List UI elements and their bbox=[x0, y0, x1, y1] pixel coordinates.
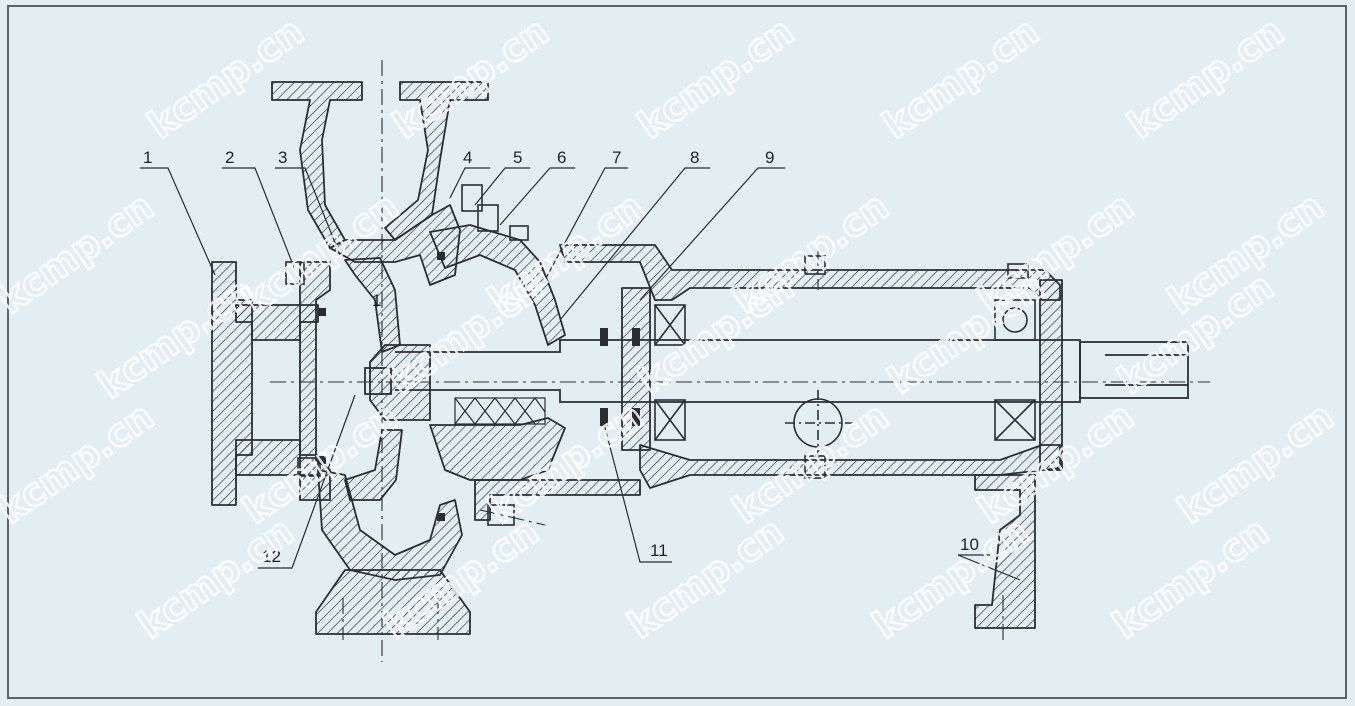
watermark-text: kcmp.cn bbox=[385, 9, 557, 147]
oil-sight-glass bbox=[785, 390, 852, 458]
watermark-text: kcmp.cn bbox=[1105, 509, 1277, 647]
pump-shaft bbox=[364, 339, 1189, 403]
watermark-text: kcmp.cn bbox=[0, 184, 161, 322]
pump-foot bbox=[315, 569, 471, 635]
packing-seal bbox=[454, 396, 546, 425]
leader-lines bbox=[140, 167, 1021, 581]
impeller-mark: 1 bbox=[372, 291, 381, 310]
callout-4: 4 bbox=[463, 148, 472, 167]
callout-1: 1 bbox=[143, 148, 152, 167]
center-lines bbox=[270, 60, 1210, 662]
callout-9: 9 bbox=[765, 148, 774, 167]
drawing-frame bbox=[7, 5, 1347, 699]
shaft-extension bbox=[1079, 341, 1189, 399]
watermark-text: kcmp.cn bbox=[140, 9, 312, 147]
callout-3: 3 bbox=[278, 148, 287, 167]
bolts bbox=[285, 184, 1029, 526]
bearings bbox=[654, 299, 1036, 441]
impeller-lower bbox=[344, 429, 403, 501]
bearing-cap-right bbox=[1039, 279, 1063, 471]
watermark-text: kcmp.cn bbox=[0, 394, 161, 532]
bearing-left-lower bbox=[654, 399, 686, 441]
callout-10: 10 bbox=[960, 535, 979, 554]
pump-cover bbox=[299, 261, 331, 501]
watermark-text: kcmp.cn bbox=[620, 509, 792, 647]
bearing-cap-left bbox=[621, 287, 651, 451]
impeller-nut bbox=[364, 367, 392, 395]
callout-7: 7 bbox=[612, 148, 621, 167]
watermark-text: kcmp.cn bbox=[130, 509, 302, 647]
callout-8: 8 bbox=[690, 148, 699, 167]
support-leg bbox=[974, 474, 1036, 629]
bearing-frame-top bbox=[559, 244, 1061, 301]
bearing-right-lower bbox=[994, 399, 1036, 441]
callout-2: 2 bbox=[225, 148, 234, 167]
watermark-text: kcmp.cn bbox=[630, 9, 802, 147]
callout-5: 5 bbox=[513, 148, 522, 167]
callout-12: 12 bbox=[262, 547, 281, 566]
callout-6: 6 bbox=[557, 148, 566, 167]
watermark-text: kcmp.cn bbox=[1170, 394, 1342, 532]
watermark-text: kcmp.cn bbox=[1120, 9, 1292, 147]
bearing-left-upper bbox=[654, 304, 686, 346]
watermark-text: kcmp.cn bbox=[875, 9, 1047, 147]
callout-labels: 1 2 3 4 5 6 7 8 9 10 11 12 1 bbox=[143, 148, 979, 566]
seal-housing-lower bbox=[429, 417, 566, 481]
lower-pipe bbox=[474, 479, 641, 521]
seal-housing bbox=[429, 224, 566, 346]
callout-11: 11 bbox=[650, 541, 668, 560]
watermark-layer: kcmp.cn kcmp.cn kcmp.cn kcmp.cn kcmp.cn … bbox=[0, 8, 1343, 649]
seal-rings bbox=[318, 252, 640, 521]
